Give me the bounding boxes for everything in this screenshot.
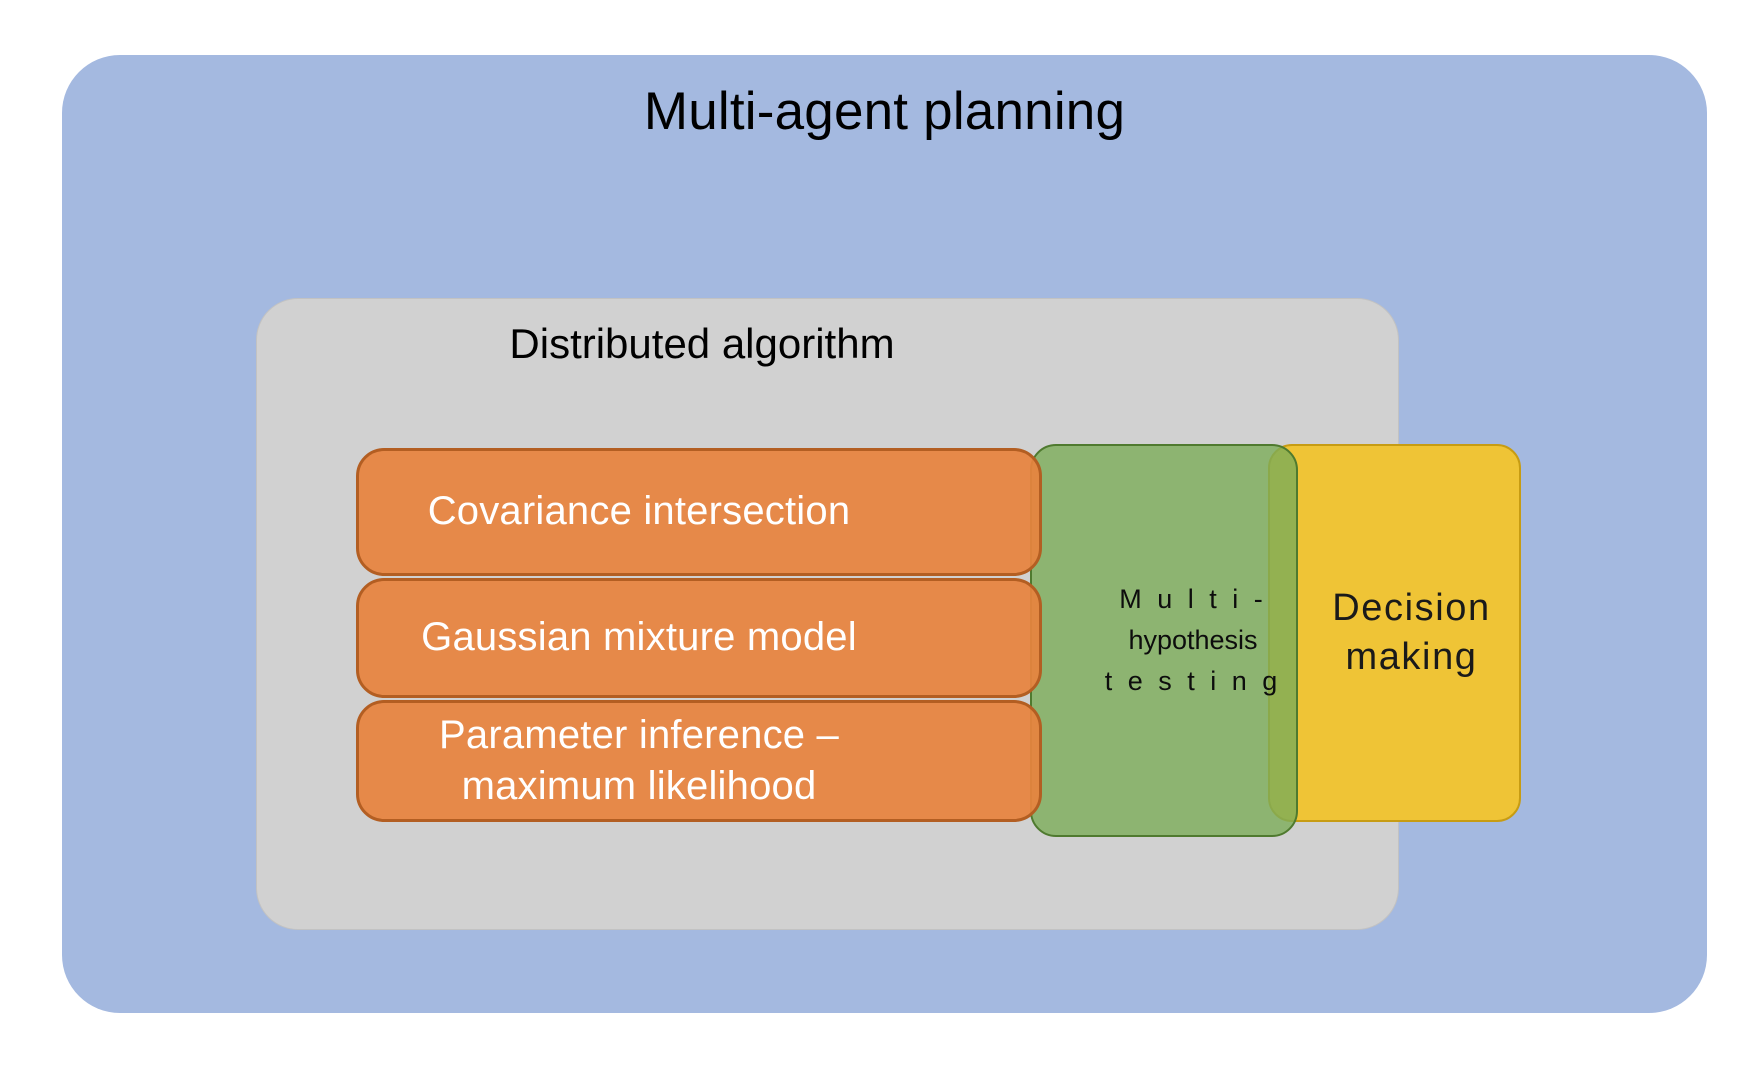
gaussian-mixture-model-box: Gaussian mixture model (356, 578, 1042, 698)
decision-making-line-1: Decision (1332, 587, 1491, 630)
gaussian-mixture-model-label: Gaussian mixture model (421, 615, 857, 660)
decision-making-label: Decision making (1298, 584, 1491, 681)
covariance-intersection-label: Covariance intersection (427, 489, 851, 534)
parameter-inference-label: Parameter inference – maximum likelihood (439, 712, 839, 808)
multi-hypothesis-line-2: hypothesis (1128, 624, 1258, 655)
multi-hypothesis-testing-box: M u l t i - hypothesis t e s t i n g (1030, 444, 1298, 837)
parameter-inference-box: Parameter inference – maximum likelihood (356, 700, 1042, 822)
distributed-algorithm-title: Distributed algorithm (509, 320, 895, 367)
multi-hypothesis-line-1: M u l t i - (1119, 583, 1267, 614)
decision-making-line-2: making (1345, 636, 1478, 678)
multi-agent-planning-title: Multi-agent planning (643, 82, 1126, 141)
decision-making-box: Decision making (1268, 444, 1521, 822)
multi-hypothesis-testing-label: M u l t i - hypothesis t e s t i n g (1094, 579, 1296, 702)
multi-hypothesis-line-3: t e s t i n g (1104, 666, 1282, 697)
covariance-intersection-box: Covariance intersection (356, 448, 1042, 576)
